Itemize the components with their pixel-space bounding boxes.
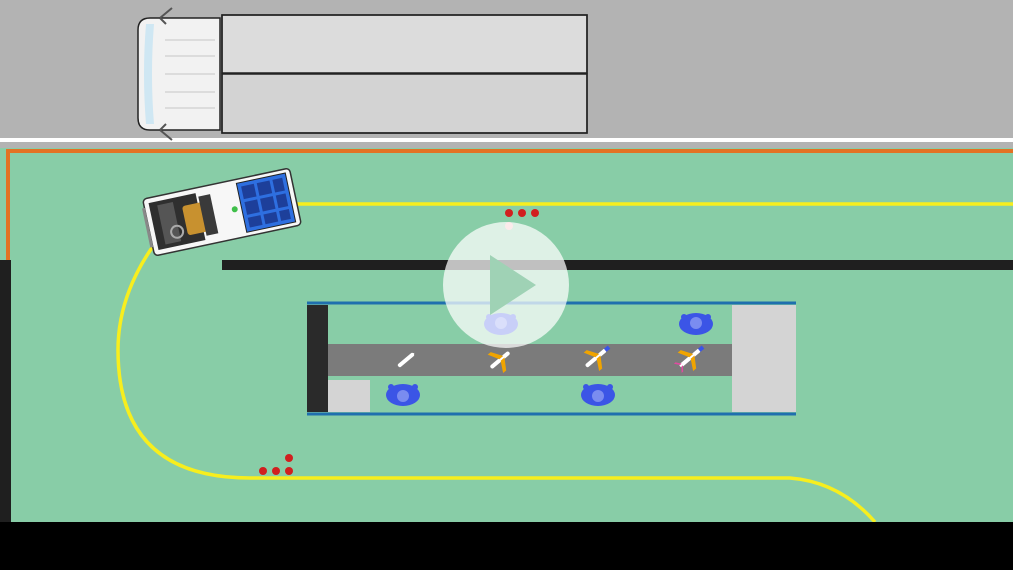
aircraft-part-icon (397, 352, 415, 368)
aircraft-part-icon (583, 345, 611, 372)
line-end-wall (307, 305, 328, 412)
aircraft-part-icon (673, 345, 705, 373)
red-dots-marker-icon (259, 454, 293, 475)
road-edge-line (0, 138, 1013, 142)
road-shoulder (0, 142, 1013, 148)
letterbox-bottom (0, 522, 1013, 570)
tugger-cart-icon (142, 168, 302, 256)
staging-area-right (732, 305, 796, 412)
left-wall (0, 260, 11, 522)
aircraft-part-icon (487, 351, 510, 374)
boundary-line (6, 149, 1013, 260)
worker-topdown-icon (386, 384, 420, 406)
conveyor (328, 344, 732, 376)
staging-area-left (328, 380, 370, 412)
play-button[interactable] (443, 222, 569, 348)
play-triangle-icon (490, 255, 536, 315)
worker-topdown-icon (679, 313, 713, 335)
worker-topdown-icon (581, 384, 615, 406)
semi-truck-icon (137, 7, 588, 141)
barrier-wall (222, 260, 1013, 270)
